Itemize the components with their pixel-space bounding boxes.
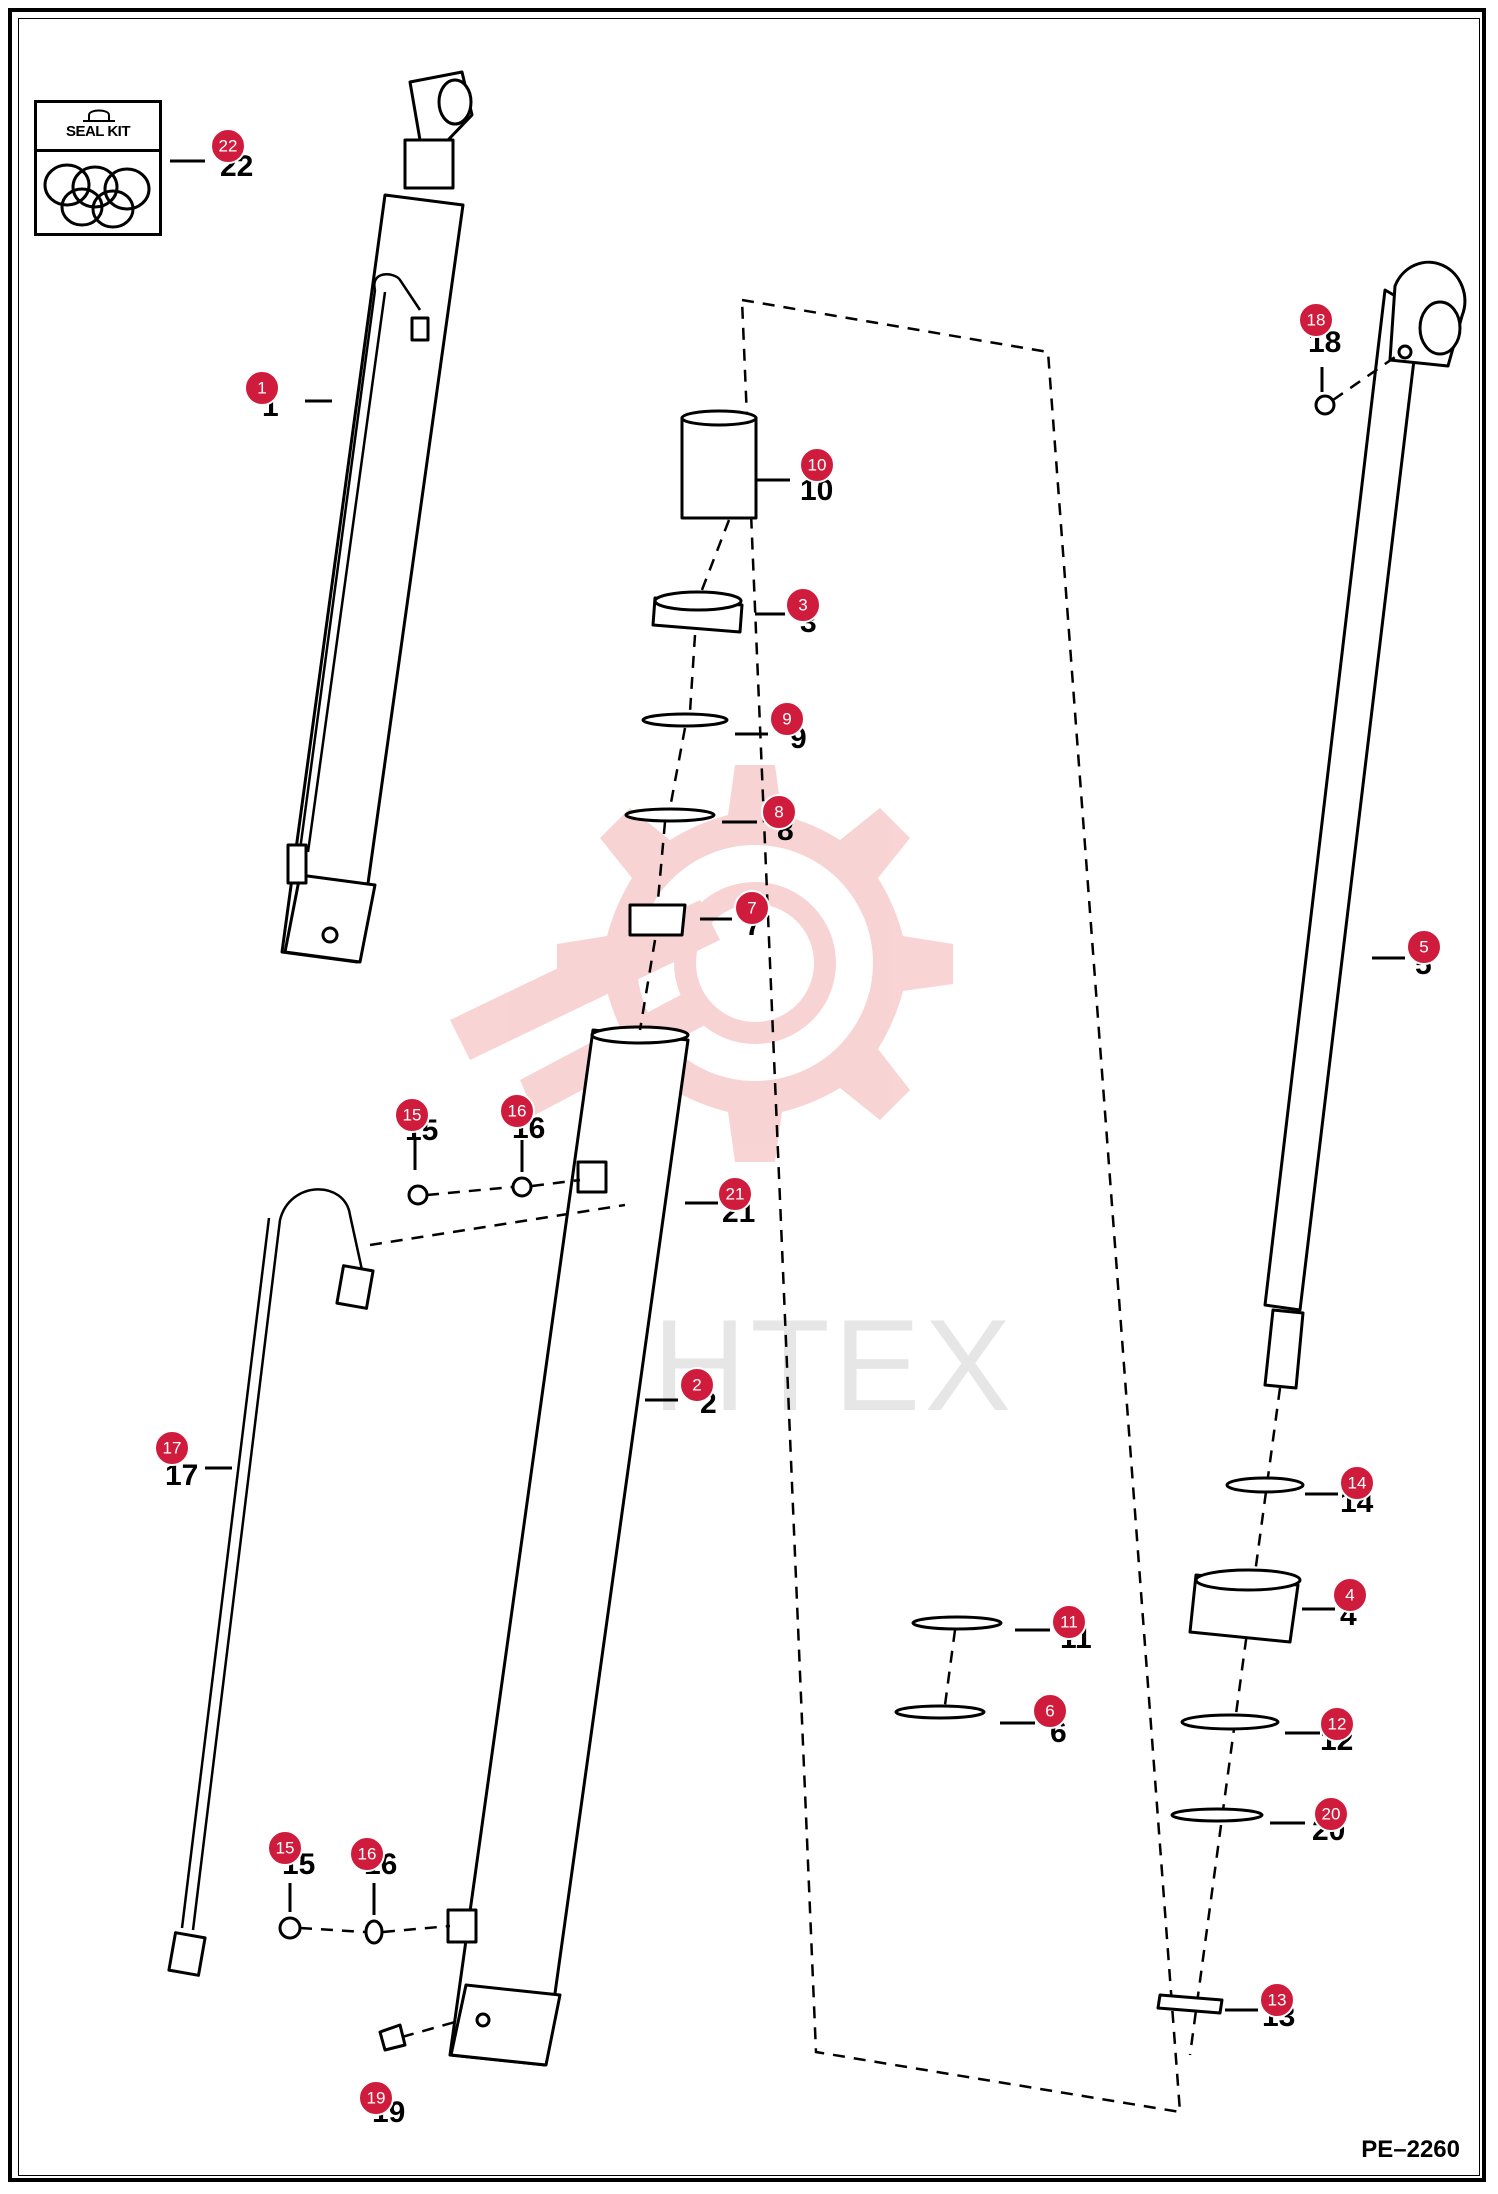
- seal-kit-bag-icon: [83, 109, 115, 122]
- svg-text:1: 1: [257, 379, 266, 398]
- svg-text:15: 15: [276, 1839, 295, 1858]
- callout-badge-20[interactable]: 20: [1313, 1796, 1349, 1832]
- svg-text:20: 20: [1322, 1805, 1341, 1824]
- cylinder-assembly: [280, 70, 474, 964]
- callout-badges: 1 2 3 4 5 6 7 8 9 10 11 12 13 14 15 16 1…: [154, 128, 1442, 2116]
- callout-badge-1[interactable]: 1: [244, 370, 280, 406]
- svg-text:4: 4: [1345, 1586, 1354, 1605]
- exploded-view-boundary: [740, 298, 1182, 2114]
- callout-badge-15-top[interactable]: 15: [394, 1097, 430, 1133]
- gland-parts: [1156, 1476, 1305, 2015]
- callout-badge-7[interactable]: 7: [734, 890, 770, 926]
- callout-badge-6[interactable]: 6: [1032, 1693, 1068, 1729]
- svg-text:2: 2: [692, 1376, 701, 1395]
- seal-kit-box: SEAL KIT: [34, 100, 162, 236]
- callout-badge-9[interactable]: 9: [769, 701, 805, 737]
- callout-badge-16-bottom[interactable]: 16: [349, 1836, 385, 1872]
- svg-text:17: 17: [163, 1439, 182, 1458]
- svg-text:19: 19: [367, 2089, 386, 2108]
- svg-text:10: 10: [808, 456, 827, 475]
- callout-badge-13[interactable]: 13: [1259, 1982, 1295, 2018]
- svg-text:3: 3: [798, 596, 807, 615]
- callout-badge-2[interactable]: 2: [679, 1367, 715, 1403]
- callout-badge-3[interactable]: 3: [785, 587, 821, 623]
- svg-text:11: 11: [1060, 1613, 1078, 1632]
- rod: [1188, 260, 1467, 2056]
- seal-kit-label: SEAL KIT: [65, 123, 131, 140]
- callout-badge-5[interactable]: 5: [1406, 929, 1442, 965]
- svg-text:6: 6: [1045, 1702, 1054, 1721]
- svg-text:8: 8: [774, 803, 783, 822]
- callout-badge-15-bottom[interactable]: 15: [267, 1830, 303, 1866]
- svg-text:15: 15: [403, 1106, 422, 1125]
- barrel: [446, 1025, 690, 2067]
- svg-text:14: 14: [1348, 1474, 1367, 1493]
- svg-text:12: 12: [1328, 1715, 1347, 1734]
- callout-badge-10[interactable]: 10: [799, 447, 835, 483]
- callout-badge-8[interactable]: 8: [761, 794, 797, 830]
- o-rings-icon: [43, 163, 151, 229]
- tube: [167, 1188, 626, 1977]
- callout-badge-22[interactable]: 22: [210, 128, 246, 164]
- callout-badge-17[interactable]: 17: [154, 1430, 190, 1466]
- callout-badge-19[interactable]: 19: [358, 2080, 394, 2116]
- svg-text:9: 9: [782, 710, 791, 729]
- callout-badge-12[interactable]: 12: [1319, 1706, 1355, 1742]
- callout-badge-14[interactable]: 14: [1339, 1465, 1375, 1501]
- piston-parts: [624, 409, 1003, 1720]
- svg-text:21: 21: [726, 1185, 745, 1204]
- svg-text:16: 16: [508, 1102, 527, 1121]
- fittings: [278, 353, 1399, 2052]
- leader-lines: [170, 159, 1405, 2012]
- outer-frame: [8, 8, 1486, 2182]
- callout-badge-18[interactable]: 18: [1298, 302, 1334, 338]
- callout-badge-21[interactable]: 21: [717, 1176, 753, 1212]
- inner-frame: [18, 18, 1480, 2176]
- svg-text:18: 18: [1307, 311, 1326, 330]
- svg-text:7: 7: [747, 899, 756, 918]
- svg-text:16: 16: [358, 1845, 377, 1864]
- callout-badge-4[interactable]: 4: [1332, 1577, 1368, 1613]
- callout-badge-11[interactable]: 11: [1051, 1604, 1087, 1640]
- svg-text:5: 5: [1419, 938, 1428, 957]
- seal-kit-divider: [37, 149, 159, 152]
- callout-badge-16-top[interactable]: 16: [499, 1093, 535, 1129]
- svg-text:22: 22: [219, 137, 238, 156]
- diagram-code: PE–2260: [1361, 2136, 1460, 2163]
- svg-text:13: 13: [1268, 1991, 1287, 2010]
